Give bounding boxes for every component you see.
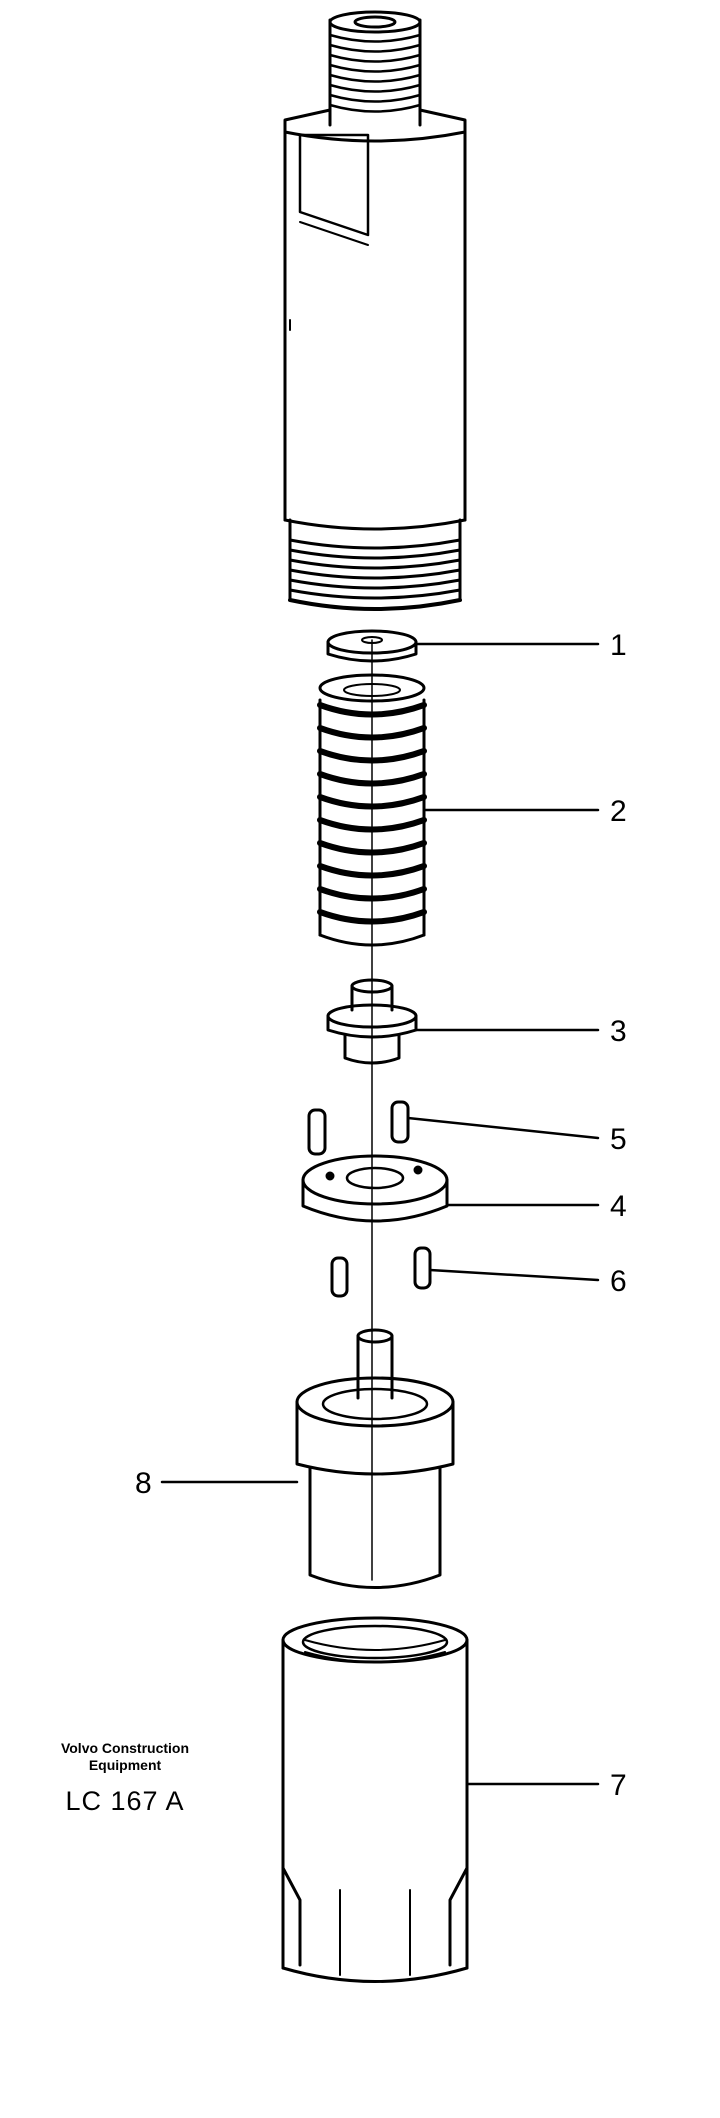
part-5-pins: [307, 1100, 410, 1156]
callout-6: 6: [610, 1265, 627, 1298]
callout-7: 7: [610, 1769, 627, 1802]
part-2-spring: [317, 673, 427, 947]
callout-8: 8: [135, 1467, 152, 1500]
figure-code: LC 167 A: [30, 1786, 220, 1817]
figure-revision: A: [165, 1786, 185, 1816]
callout-4: 4: [610, 1190, 627, 1223]
callout-2: 2: [610, 795, 627, 828]
maker-line-2: Equipment: [88, 1757, 162, 1773]
part-6-pins: [330, 1246, 432, 1298]
part-8-nozzle: [295, 1328, 455, 1589]
figure-caption: Volvo Construction Equipment LC 167 A: [30, 1740, 220, 1817]
part-7-nozzle-nut: [281, 1616, 469, 1983]
part-4-intermediate-disc: [301, 1154, 449, 1223]
injector-holder-body: [283, 10, 467, 611]
part-3-pressure-pin: [326, 978, 418, 1065]
leader-lines: [160, 642, 600, 1786]
callout-1: 1: [610, 629, 627, 662]
callout-3: 3: [610, 1015, 627, 1048]
part-1-washer: [326, 629, 418, 663]
maker-line-1: Volvo Construction: [60, 1740, 190, 1756]
callout-5: 5: [610, 1123, 627, 1156]
figure-number: LC 167: [65, 1786, 159, 1816]
